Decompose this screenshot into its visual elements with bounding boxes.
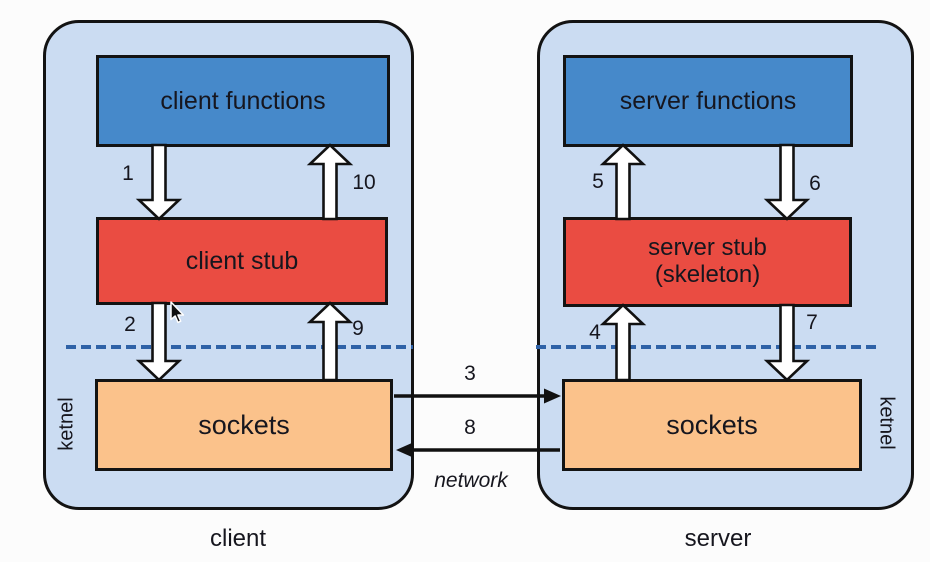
client-stub-label: client stub: [185, 247, 299, 275]
server-sockets-label: sockets: [666, 409, 758, 440]
server-stub-label-line2: (skeleton): [654, 261, 761, 288]
step-label-4: 4: [589, 321, 601, 344]
step-label-6: 6: [809, 172, 821, 195]
client-functions-label: client functions: [160, 87, 326, 115]
client-kernel-boundary-dashed-line: [66, 345, 413, 349]
step-label-9: 9: [352, 317, 364, 340]
client-caption: client: [209, 525, 267, 552]
server-kernel-boundary-dashed-line: [536, 345, 876, 349]
client-functions-box: client functions: [96, 55, 390, 147]
step-label-8: 8: [464, 416, 476, 439]
server-functions-box: server functions: [563, 55, 853, 147]
server-stub-box: server stub (skeleton): [563, 217, 852, 307]
step-label-10: 10: [352, 171, 376, 194]
client-stub-box: client stub: [96, 217, 388, 305]
server-caption: server: [684, 525, 752, 552]
server-sockets-box: sockets: [562, 379, 862, 471]
server-functions-label: server functions: [619, 87, 797, 115]
step-label-1: 1: [122, 162, 134, 185]
step-label-5: 5: [592, 170, 604, 193]
client-sockets-box: sockets: [95, 379, 393, 471]
client-kernel-label: ketnel: [55, 397, 78, 451]
network-label: network: [434, 469, 508, 492]
server-kernel-label: ketnel: [875, 396, 898, 450]
step-label-3: 3: [464, 362, 476, 385]
client-sockets-label: sockets: [198, 409, 290, 440]
step-label-7: 7: [806, 311, 818, 334]
server-stub-label-line1: server stub: [648, 234, 767, 262]
step-label-2: 2: [124, 313, 136, 336]
